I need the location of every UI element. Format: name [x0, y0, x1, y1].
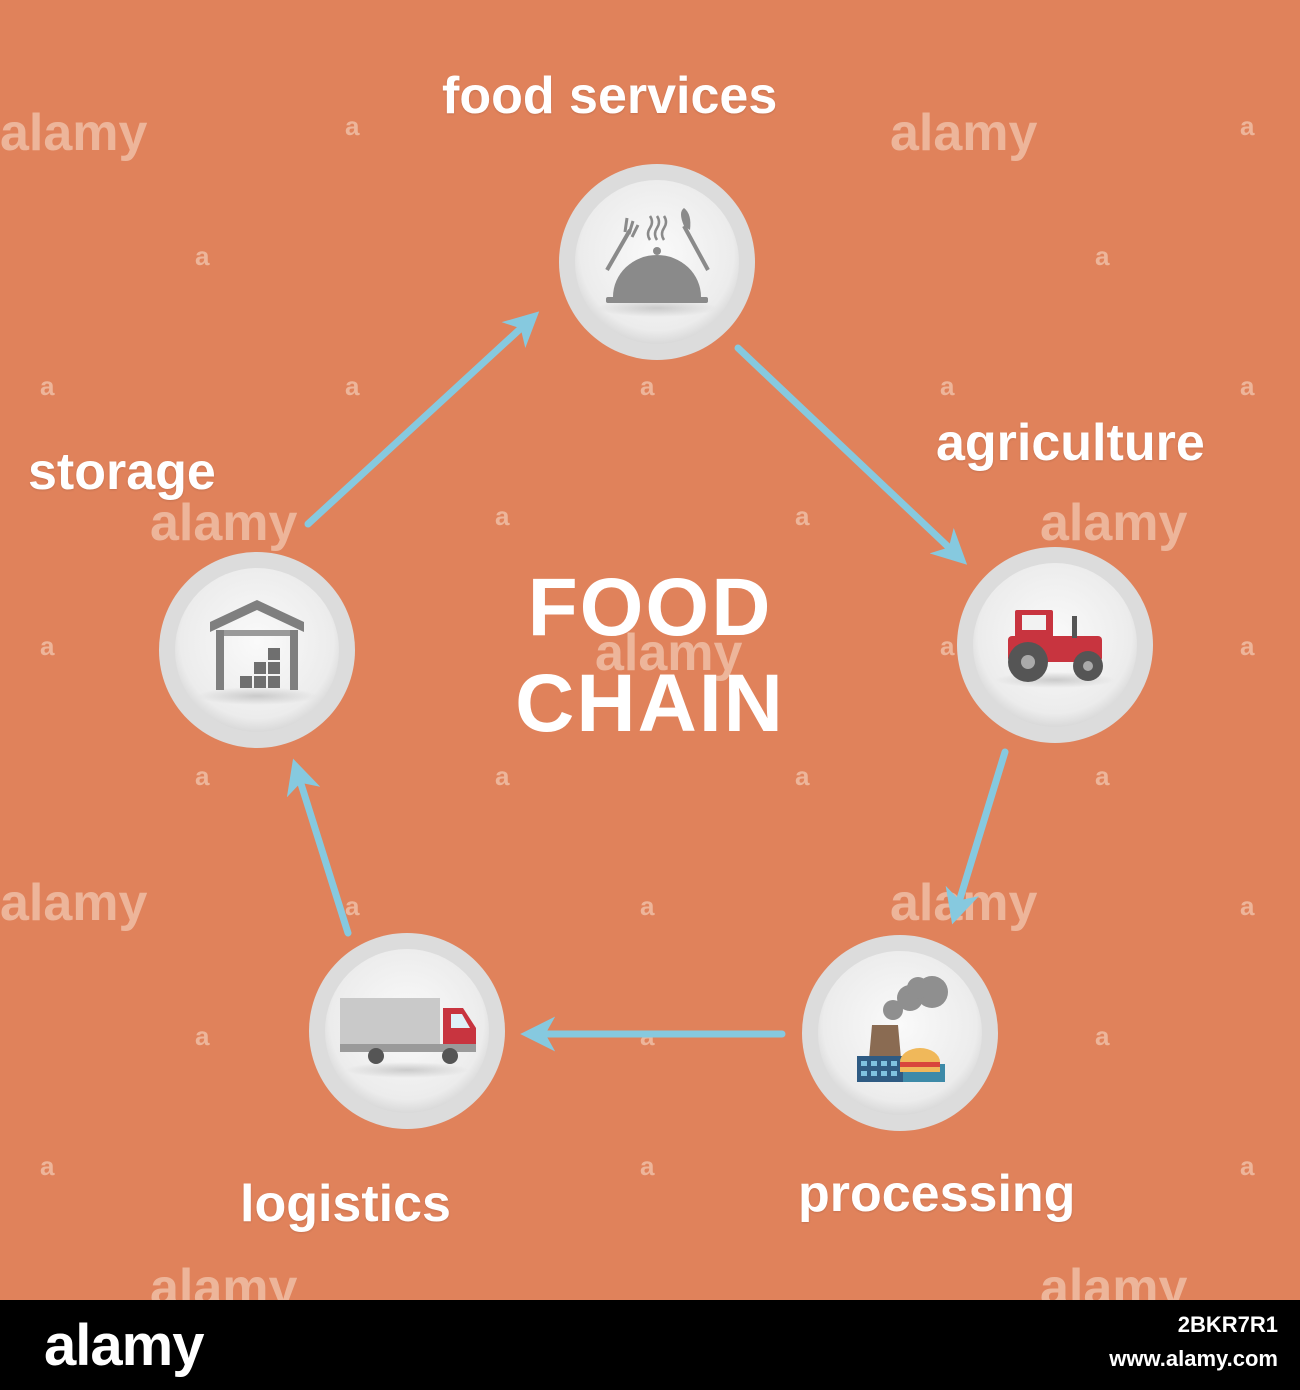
watermark: alamy	[0, 104, 148, 162]
watermark-mark: a	[345, 891, 360, 921]
node-processing	[802, 935, 998, 1131]
watermark: alamy	[0, 874, 148, 932]
watermark: alamy	[890, 104, 1038, 162]
watermark-mark: a	[795, 501, 810, 531]
watermark-mark: a	[345, 371, 360, 401]
watermark-mark: a	[940, 371, 955, 401]
watermark-mark: a	[1240, 1151, 1255, 1181]
title-line-2: CHAIN	[515, 658, 785, 749]
footer-site-url: www.alamy.com	[1109, 1346, 1278, 1371]
food-chain-diagram: alamy alamy alamy alamy alamy alamy alam…	[0, 67, 1255, 1300]
watermark-mark: a	[495, 501, 510, 531]
watermark-mark: a	[40, 631, 55, 661]
tractor-icon	[1008, 610, 1103, 682]
node-agriculture	[957, 547, 1153, 743]
watermark-mark: a	[1095, 1021, 1110, 1051]
watermark-mark: a	[640, 891, 655, 921]
watermark-mark: a	[40, 1151, 55, 1181]
watermark-mark: a	[345, 111, 360, 141]
footer-brand-logo: alamy	[44, 1313, 204, 1378]
footer-image-id: 2BKR7R1	[1177, 1312, 1278, 1337]
flow-arrows	[286, 311, 1009, 1052]
watermark: alamy	[1040, 494, 1188, 552]
watermark-mark: a	[195, 1021, 210, 1051]
arrow-logistics-to-storage	[286, 758, 352, 937]
watermark-mark: a	[40, 371, 55, 401]
label-food-services: food services	[442, 67, 778, 125]
node-storage	[159, 552, 355, 748]
watermark-mark: a	[795, 761, 810, 791]
title-line-1: FOOD	[527, 562, 773, 653]
watermark-mark: a	[1240, 891, 1255, 921]
diagram-graphics: alamy alamy alamy alamy alamy alamy alam…	[0, 104, 1255, 1300]
arrow-agriculture-to-processing	[945, 748, 1009, 925]
food-cloche-icon	[605, 208, 710, 303]
watermark: alamy	[150, 494, 298, 552]
watermark-layer: alamy alamy alamy alamy alamy alamy alam…	[0, 104, 1255, 1300]
watermark-mark: a	[1240, 111, 1255, 141]
factory-icon	[857, 976, 948, 1082]
warehouse-icon	[210, 600, 304, 690]
watermark: alamy	[595, 624, 743, 682]
watermark-mark: a	[1240, 631, 1255, 661]
node-logistics	[309, 933, 505, 1129]
watermark-mark: a	[640, 1151, 655, 1181]
label-storage: storage	[28, 443, 216, 501]
watermark-mark: a	[640, 371, 655, 401]
watermark-mark: a	[1095, 761, 1110, 791]
arrow-food-services-to-agriculture	[734, 344, 968, 565]
watermark-mark: a	[940, 631, 955, 661]
node-food-services	[559, 164, 755, 360]
arrow-storage-to-food-services	[304, 311, 540, 528]
watermark: alamy	[1040, 1259, 1188, 1300]
watermark-mark: a	[195, 761, 210, 791]
watermark-mark: a	[495, 761, 510, 791]
watermark-mark: a	[1240, 371, 1255, 401]
label-agriculture: agriculture	[936, 414, 1205, 472]
diagram-title: FOOD CHAIN	[450, 560, 850, 752]
label-processing: processing	[798, 1165, 1076, 1223]
watermark-mark: a	[195, 241, 210, 271]
truck-icon	[340, 998, 476, 1064]
watermark: alamy	[150, 1259, 298, 1300]
watermark-footer: alamy 2BKR7R1 www.alamy.com	[0, 1300, 1300, 1390]
watermark-mark: a	[1095, 241, 1110, 271]
label-logistics: logistics	[240, 1175, 451, 1233]
